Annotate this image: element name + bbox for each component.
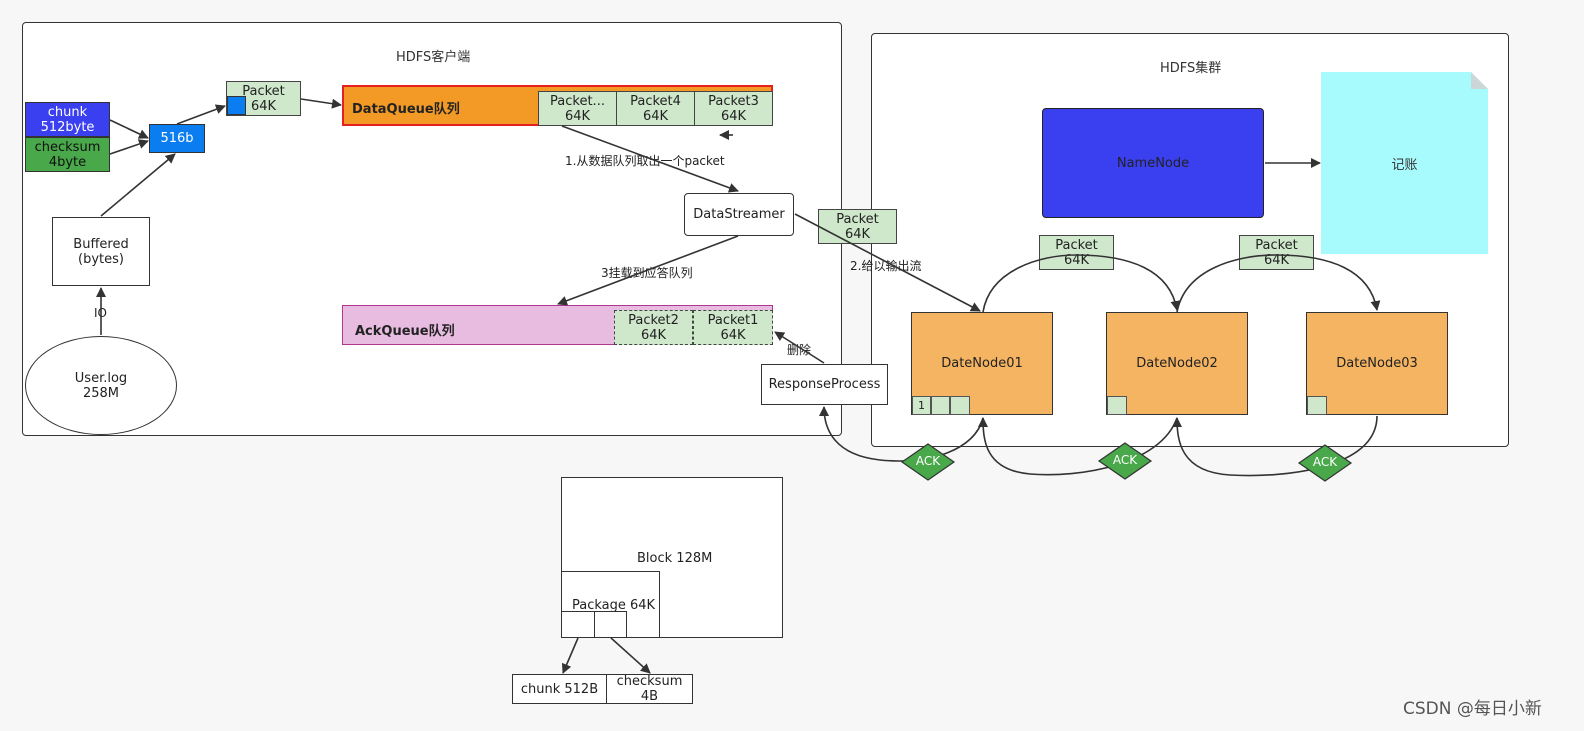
package-to-chunk-arrow [561, 637, 579, 674]
client-title: HDFS客户端 [396, 50, 471, 65]
ack-label-3: ACK [1312, 455, 1338, 469]
dn02-cell-1 [1107, 396, 1127, 415]
datanode-02: DateNode02 [1106, 312, 1248, 415]
package-cell-1 [561, 611, 595, 638]
step2-label: 2.给以输出流 [850, 259, 922, 273]
dn01-cell-1: 1 [912, 396, 931, 415]
data-queue-label: DataQueue队列 [352, 102, 460, 117]
userlog-ellipse: User.log 258M [25, 336, 177, 435]
dq-packet-more: Packet... 64K [538, 91, 617, 126]
step3-label: 3挂载到应答队列 [601, 266, 693, 280]
cluster-title: HDFS集群 [1160, 61, 1222, 76]
checksum-box: checksum 4byte [25, 137, 110, 172]
dq-packet-4: Packet4 64K [616, 91, 695, 126]
dq-packet-3: Packet3 64K [694, 91, 773, 126]
datanode-03: DateNode03 [1306, 312, 1448, 415]
aq-packet-2: Packet2 64K [614, 310, 693, 345]
cluster-packet-2: Packet 64K [1239, 235, 1314, 270]
checksum-4b-box: checksum 4B [606, 674, 693, 704]
package-label: Package 64K [572, 598, 656, 613]
cluster-packet-1: Packet 64K [1039, 235, 1114, 270]
delete-label: 删除 [787, 343, 812, 357]
package-to-checksum-arrow [610, 637, 651, 674]
io-label: IO [94, 306, 107, 320]
chunk-512b-box: chunk 512B [512, 674, 607, 704]
packet-fill-marker [227, 96, 246, 115]
watermark: CSDN @每日小新 [1403, 699, 1542, 719]
dn03-cell-1 [1307, 396, 1327, 415]
chunk-box: chunk 512byte [25, 102, 110, 137]
ack-label-1: ACK [915, 454, 941, 468]
dn01-cell-2 [931, 396, 950, 415]
ack-queue-label: AckQueue队列 [355, 324, 455, 339]
block-label: Block 128M [637, 551, 713, 566]
ledger-note: 记账 [1321, 72, 1488, 254]
package-cell-2 [594, 611, 627, 638]
response-process-box: ResponseProcess [761, 364, 888, 405]
ack-label-2: ACK [1112, 453, 1138, 467]
datastreamer-box: DataStreamer [684, 193, 794, 236]
packet-box: Packet 64K [226, 81, 301, 116]
buffered-box: Buffered (bytes) [52, 217, 150, 286]
transfer-packet: Packet 64K [818, 209, 897, 244]
namenode-box: NameNode [1042, 108, 1264, 218]
dn01-cell-3 [950, 396, 970, 415]
step1-label: 1.从数据队列取出一个packet [565, 154, 725, 168]
aq-packet-1: Packet1 64K [693, 310, 773, 345]
bytes-516-box: 516b [149, 124, 205, 153]
